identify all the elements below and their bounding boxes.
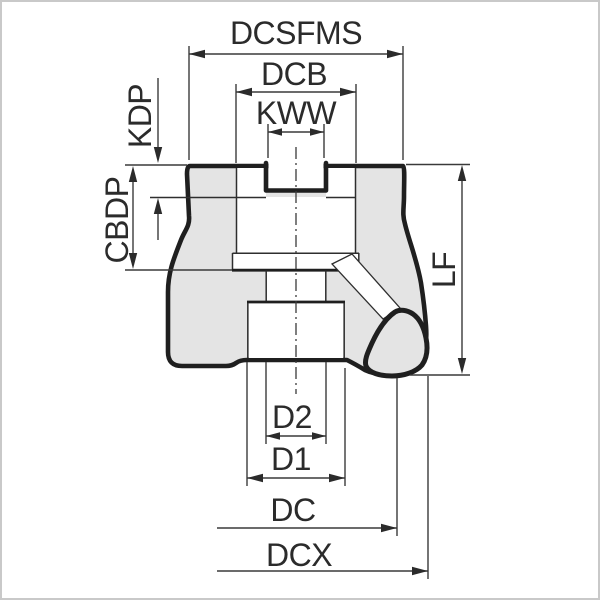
label-dcb: DCB [261, 56, 327, 92]
label-dcsfms: DCSFMS [230, 15, 362, 51]
face-recess-right [326, 168, 356, 198]
face-recess-left [237, 168, 266, 198]
label-d2: D2 [272, 399, 312, 435]
label-lf: LF [426, 252, 462, 288]
dimension-lines [128, 49, 467, 576]
keyway-slot-walls [263, 160, 329, 193]
label-d1: D1 [271, 441, 311, 477]
label-dc: DC [270, 492, 315, 528]
label-dcx: DCX [266, 537, 332, 573]
extension-lines [125, 46, 470, 579]
label-kdp: KDP [122, 84, 158, 148]
label-cbdp: CBDP [99, 177, 135, 264]
label-kww: KWW [256, 95, 338, 131]
cutting-insert [363, 307, 430, 379]
